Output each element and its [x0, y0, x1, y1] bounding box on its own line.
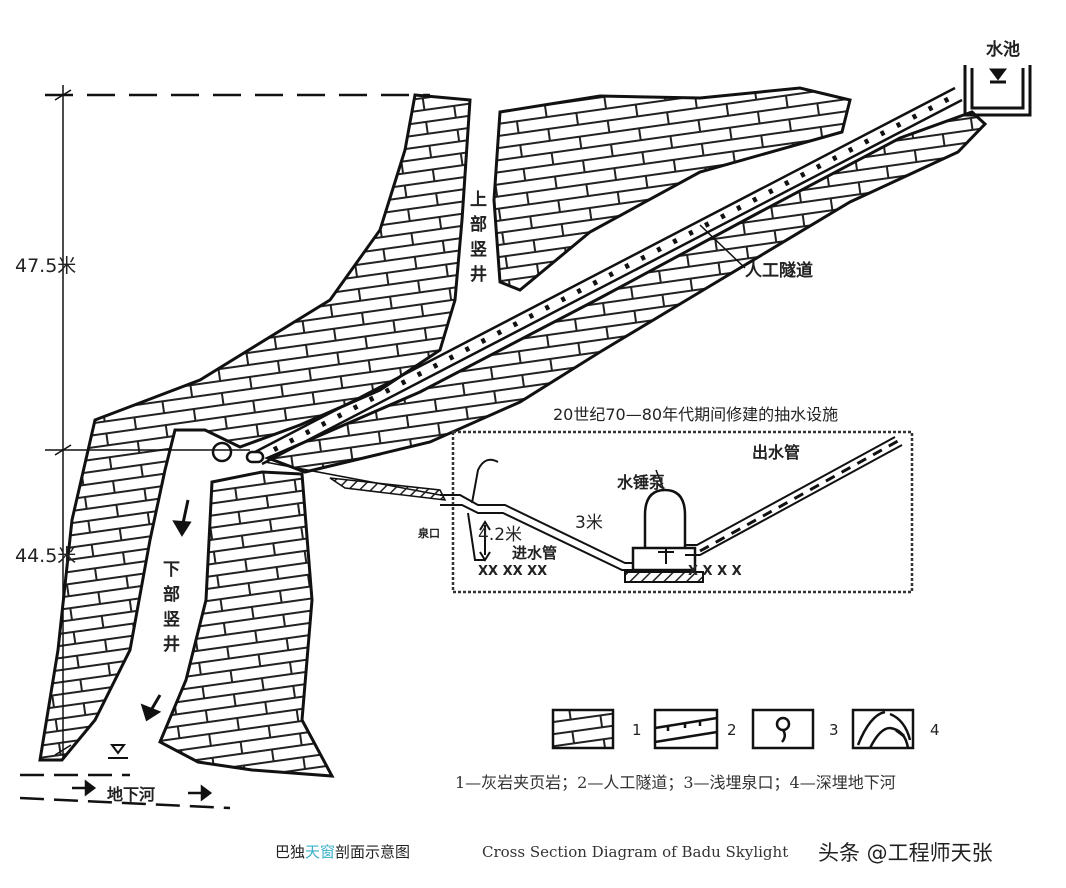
- legend-tunnel-icon: [653, 708, 719, 750]
- water-pool: [963, 65, 1032, 117]
- legend-number-2: 2: [727, 721, 737, 739]
- lower-height-label: 44.5米: [15, 545, 76, 567]
- lower-shaft-label: 下 部 竖 井: [163, 560, 186, 655]
- lower-right-rock-mass: [158, 470, 335, 778]
- outlet-pipe-label: 出水管: [752, 443, 800, 462]
- underground-river-label: 地下河: [107, 785, 155, 804]
- pool-label: 水池: [986, 39, 1020, 60]
- legend-number-3: 3: [829, 721, 839, 739]
- ram-pump-label: 水锤泵: [617, 473, 665, 492]
- dimension-lines: [45, 85, 430, 760]
- caption-english: Cross Section Diagram of Badu Skylight: [482, 843, 788, 861]
- left-rock-mass: [38, 93, 472, 762]
- flow-arrow-icon: [140, 499, 192, 722]
- legend: 1 2 3 4 1—灰岩夹页岩；2—人工隧道；3—浅埋泉口；4—深埋地下河: [455, 708, 940, 792]
- lower-slanted-rock-mass: [264, 110, 988, 474]
- water-level-icon: [108, 744, 128, 759]
- spring-mouth-label: 泉口: [417, 526, 440, 540]
- svg-text:1 2 3 4: 1 2 3 4: [632, 721, 940, 739]
- legend-number-1: 1: [632, 721, 642, 739]
- upper-right-rock-mass: [492, 86, 852, 292]
- legend-number-4: 4: [930, 721, 940, 739]
- underground-river: [19, 773, 231, 810]
- inset-title: 20世纪70—80年代期间修建的抽水设施: [553, 405, 838, 424]
- limestone-rock: [38, 86, 988, 778]
- tunnel-entrance-symbol: [245, 450, 265, 464]
- caption-chinese: 巴独天窗剖面示意图: [275, 843, 410, 861]
- legend-text: 1—灰岩夹页岩；2—人工隧道；3—浅埋泉口；4—深埋地下河: [455, 773, 896, 792]
- upper-shaft-label: 上 部 竖 井: [470, 190, 493, 285]
- tunnel-leader-line: [699, 224, 746, 269]
- legend-underground-river-icon: [851, 708, 915, 750]
- watermark: 头条 @工程师天张: [818, 841, 993, 865]
- pipe-length-label: 3米: [575, 513, 603, 533]
- artificial-tunnel: [254, 86, 963, 466]
- legend-spring-mouth-icon: [751, 708, 815, 750]
- legend-limestone-shale-icon: [551, 708, 615, 750]
- spring-mouth-symbol: [211, 441, 233, 463]
- depth-label: 4.2米: [478, 525, 522, 545]
- inlet-pipe-label: 进水管: [512, 544, 557, 562]
- upper-height-label: 47.5米: [15, 255, 76, 277]
- tunnel-label: 人工隧道: [745, 260, 813, 281]
